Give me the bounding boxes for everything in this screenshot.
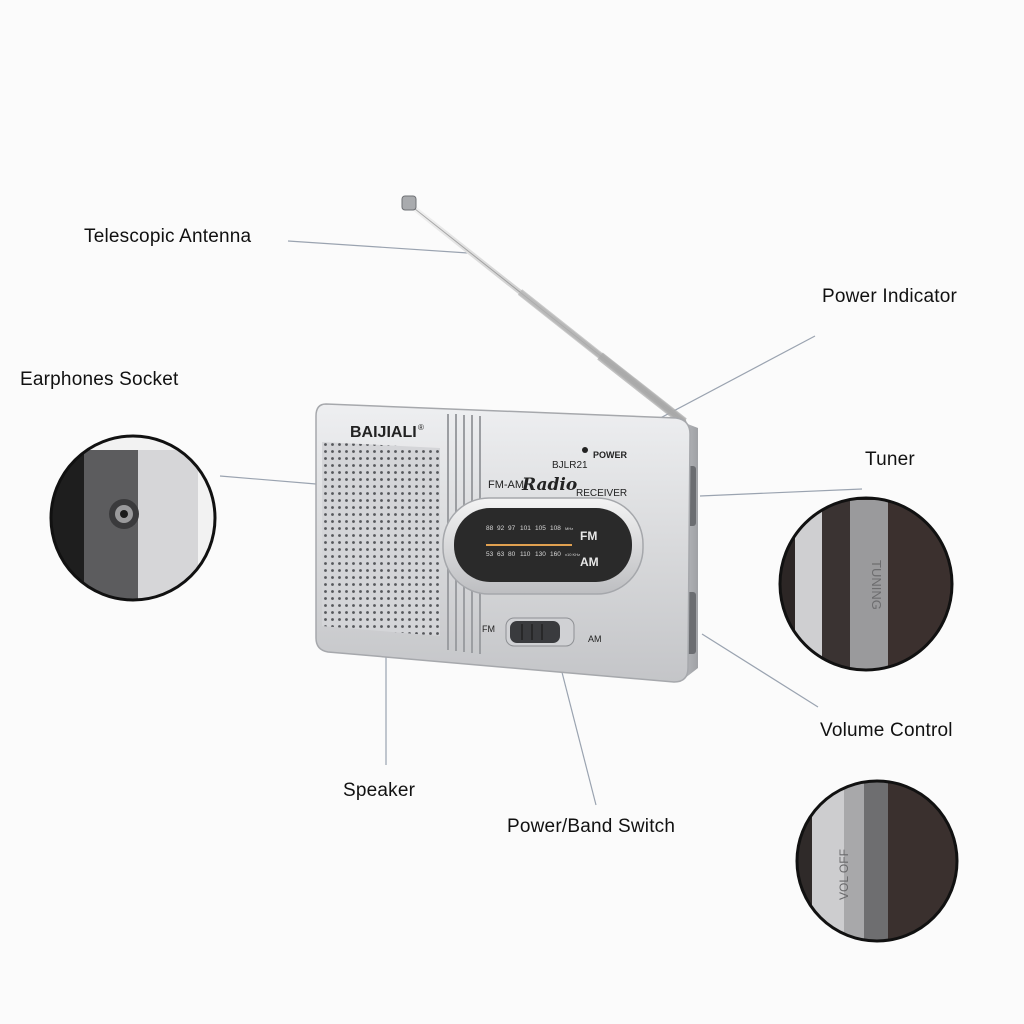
fm-scale-mark: 88: [486, 525, 494, 532]
switch-fm-label: FM: [482, 624, 495, 634]
fm-band-label: FM: [580, 529, 597, 543]
am-scale-mark: 160: [550, 551, 561, 558]
tuning-dial: [442, 497, 644, 595]
tuner-inset: TUNING: [778, 496, 954, 672]
tuning-engraving: TUNING: [869, 560, 884, 610]
vol-off-engraving: VOL OFF: [837, 849, 851, 900]
model-number: BJLR21: [552, 460, 588, 471]
am-scale-mark: 110: [520, 551, 531, 558]
power-band-switch[interactable]: [505, 617, 575, 647]
volume-inset: VOL OFF: [795, 779, 959, 943]
am-band-label: AM: [580, 555, 599, 569]
fm-scale-mark: 97: [508, 525, 516, 532]
am-scale-mark: 63: [497, 551, 505, 558]
power-indicator-led: [582, 447, 588, 453]
am-unit: x10 KHz: [565, 552, 580, 557]
fm-scale-mark: 92: [497, 525, 505, 532]
brand-name: BAIJIALI: [350, 424, 417, 441]
label-volume-control: Volume Control: [820, 720, 953, 741]
label-telescopic-antenna: Telescopic Antenna: [84, 226, 252, 247]
fm-scale-mark: 101: [520, 525, 531, 532]
label-tuner: Tuner: [865, 449, 915, 470]
fm-scale-mark: 108: [550, 525, 561, 532]
earphones-socket-inset: [49, 434, 217, 602]
am-scale-mark: 130: [535, 551, 546, 558]
registered-mark: ®: [418, 423, 424, 432]
title-suffix: RECEIVER: [576, 488, 627, 499]
fm-unit: MHz: [565, 526, 573, 531]
power-label: POWER: [593, 450, 628, 460]
label-speaker: Speaker: [343, 780, 416, 801]
title-prefix: FM-AM: [488, 479, 524, 491]
speaker-grille: [322, 442, 440, 636]
am-scale-mark: 53: [486, 551, 494, 558]
earphone-jack-icon: [120, 510, 128, 518]
telescopic-antenna: [401, 195, 687, 426]
label-power-indicator: Power Indicator: [822, 286, 958, 307]
label-earphones-socket: Earphones Socket: [20, 369, 179, 390]
title-script: Radio: [521, 475, 577, 495]
fm-scale-mark: 105: [535, 525, 546, 532]
am-scale-mark: 80: [508, 551, 516, 558]
label-power-band-switch: Power/Band Switch: [507, 816, 676, 837]
switch-am-label: AM: [588, 634, 602, 644]
